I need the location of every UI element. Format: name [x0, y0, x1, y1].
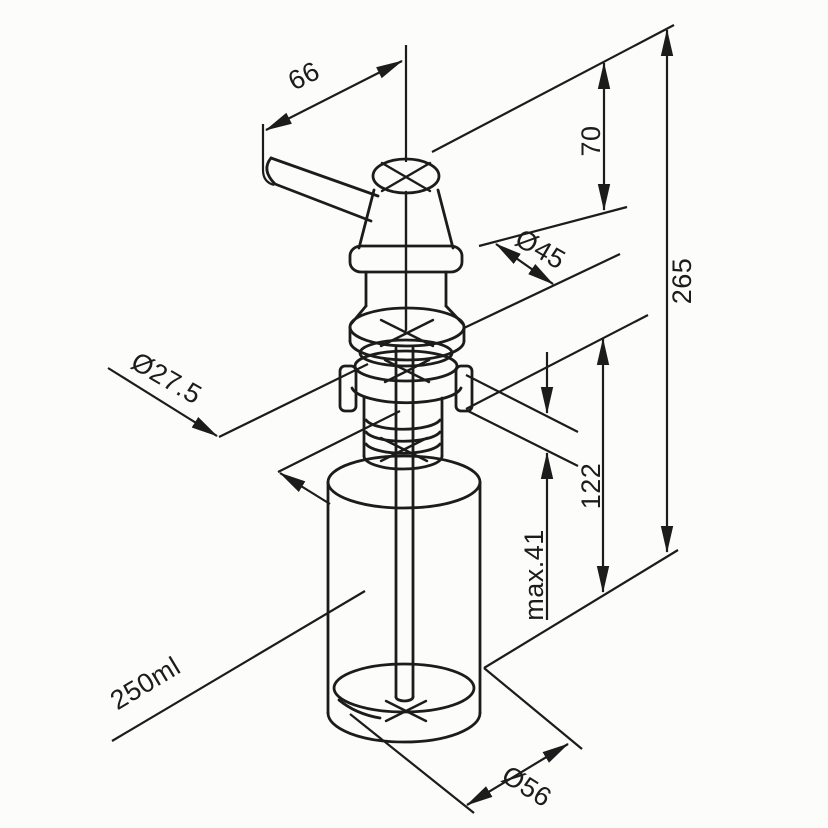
extension-line-top-diagonal [431, 24, 675, 153]
nut-tab-right [454, 364, 474, 413]
dim-flange-diameter: Ø45 [495, 223, 571, 285]
spout-tip-cap [265, 156, 277, 186]
pump-cone-left [357, 188, 376, 250]
dim-spout-reach: 66 [265, 56, 403, 131]
reference-line-collar-level [478, 205, 628, 248]
spout-top-edge [269, 156, 380, 198]
dim-label-bottle-height: 122 [576, 463, 606, 510]
shank-thread-3 [364, 442, 442, 455]
center-mark-shank [379, 436, 429, 463]
shank-tangent-upper [218, 363, 369, 438]
shank-bottom-arc [362, 454, 444, 471]
pump-cone-right [436, 188, 455, 250]
nut-tab-left [338, 364, 358, 413]
nut-bottom-arc [350, 386, 463, 405]
dim-label-flange-diameter: Ø45 [510, 223, 571, 275]
dim-bottle-diameter: Ø56 [466, 743, 569, 813]
dim-label-pump-height: 70 [576, 125, 606, 156]
max-depth-reference-lower [465, 409, 579, 467]
spout-bottom-edge [273, 182, 373, 223]
reference-line-flange-level [463, 253, 621, 329]
dim-label-overall-height: 265 [667, 258, 697, 305]
dim-label-bottle-diameter: Ø56 [497, 760, 557, 813]
max-depth-reference-upper [465, 374, 579, 433]
dimensions: 66 70 Ø45 265 Ø27.5 max.41 122 [105, 24, 697, 814]
dim-line-flange-diameter [495, 243, 554, 285]
dim-line-spout-reach [265, 60, 403, 131]
dim-line-shank-diameter-upper [107, 367, 218, 437]
shank-tangent-lower [277, 410, 401, 473]
center-mark-bottle-base [384, 699, 428, 723]
dim-max-deck-thickness: max.41 [519, 352, 554, 621]
dim-bottle-height: 122 [576, 338, 610, 593]
center-marks [379, 161, 435, 723]
center-mark-nut [383, 358, 431, 384]
center-mark-pump-top [380, 161, 432, 193]
dim-bottle-capacity: 250ml [105, 590, 366, 742]
dim-label-spout-reach: 66 [283, 56, 324, 97]
bottle-bottom-arc [326, 711, 482, 744]
leader-line-bottle-capacity [111, 590, 366, 742]
dim-label-shank-diameter: Ø27.5 [126, 346, 207, 410]
dim-label-bottle-capacity: 250ml [105, 651, 186, 716]
dispenser-outline [265, 156, 482, 744]
dim-label-max-deck-thickness: max.41 [519, 529, 549, 621]
bottle-top-rim [326, 454, 482, 510]
shank-thread-2 [364, 430, 442, 443]
dim-overall-height: 265 [660, 29, 697, 553]
dim-shank-diameter: Ø27.5 [107, 346, 331, 505]
bottle-base-inner-arc [337, 698, 382, 720]
dim-line-bottle-diameter [466, 743, 569, 806]
extension-line-bottom-diagonal [483, 549, 679, 669]
nut-ring-upper [358, 338, 454, 368]
dim-pump-height: 70 [576, 62, 611, 211]
shank-thread-1 [364, 418, 442, 431]
extension-line-spout-tip [261, 124, 275, 187]
suction-tube-tip [394, 695, 415, 703]
center-mark-flange [379, 318, 435, 348]
flange-bottom-arc [348, 339, 466, 362]
deck-level-diagonal [465, 314, 649, 410]
base-diameter-reference-right [483, 667, 583, 750]
bottle-base-rim [332, 662, 476, 714]
base-diameter-reference-left [349, 713, 475, 814]
dim-line-shank-diameter-lower [279, 472, 331, 505]
